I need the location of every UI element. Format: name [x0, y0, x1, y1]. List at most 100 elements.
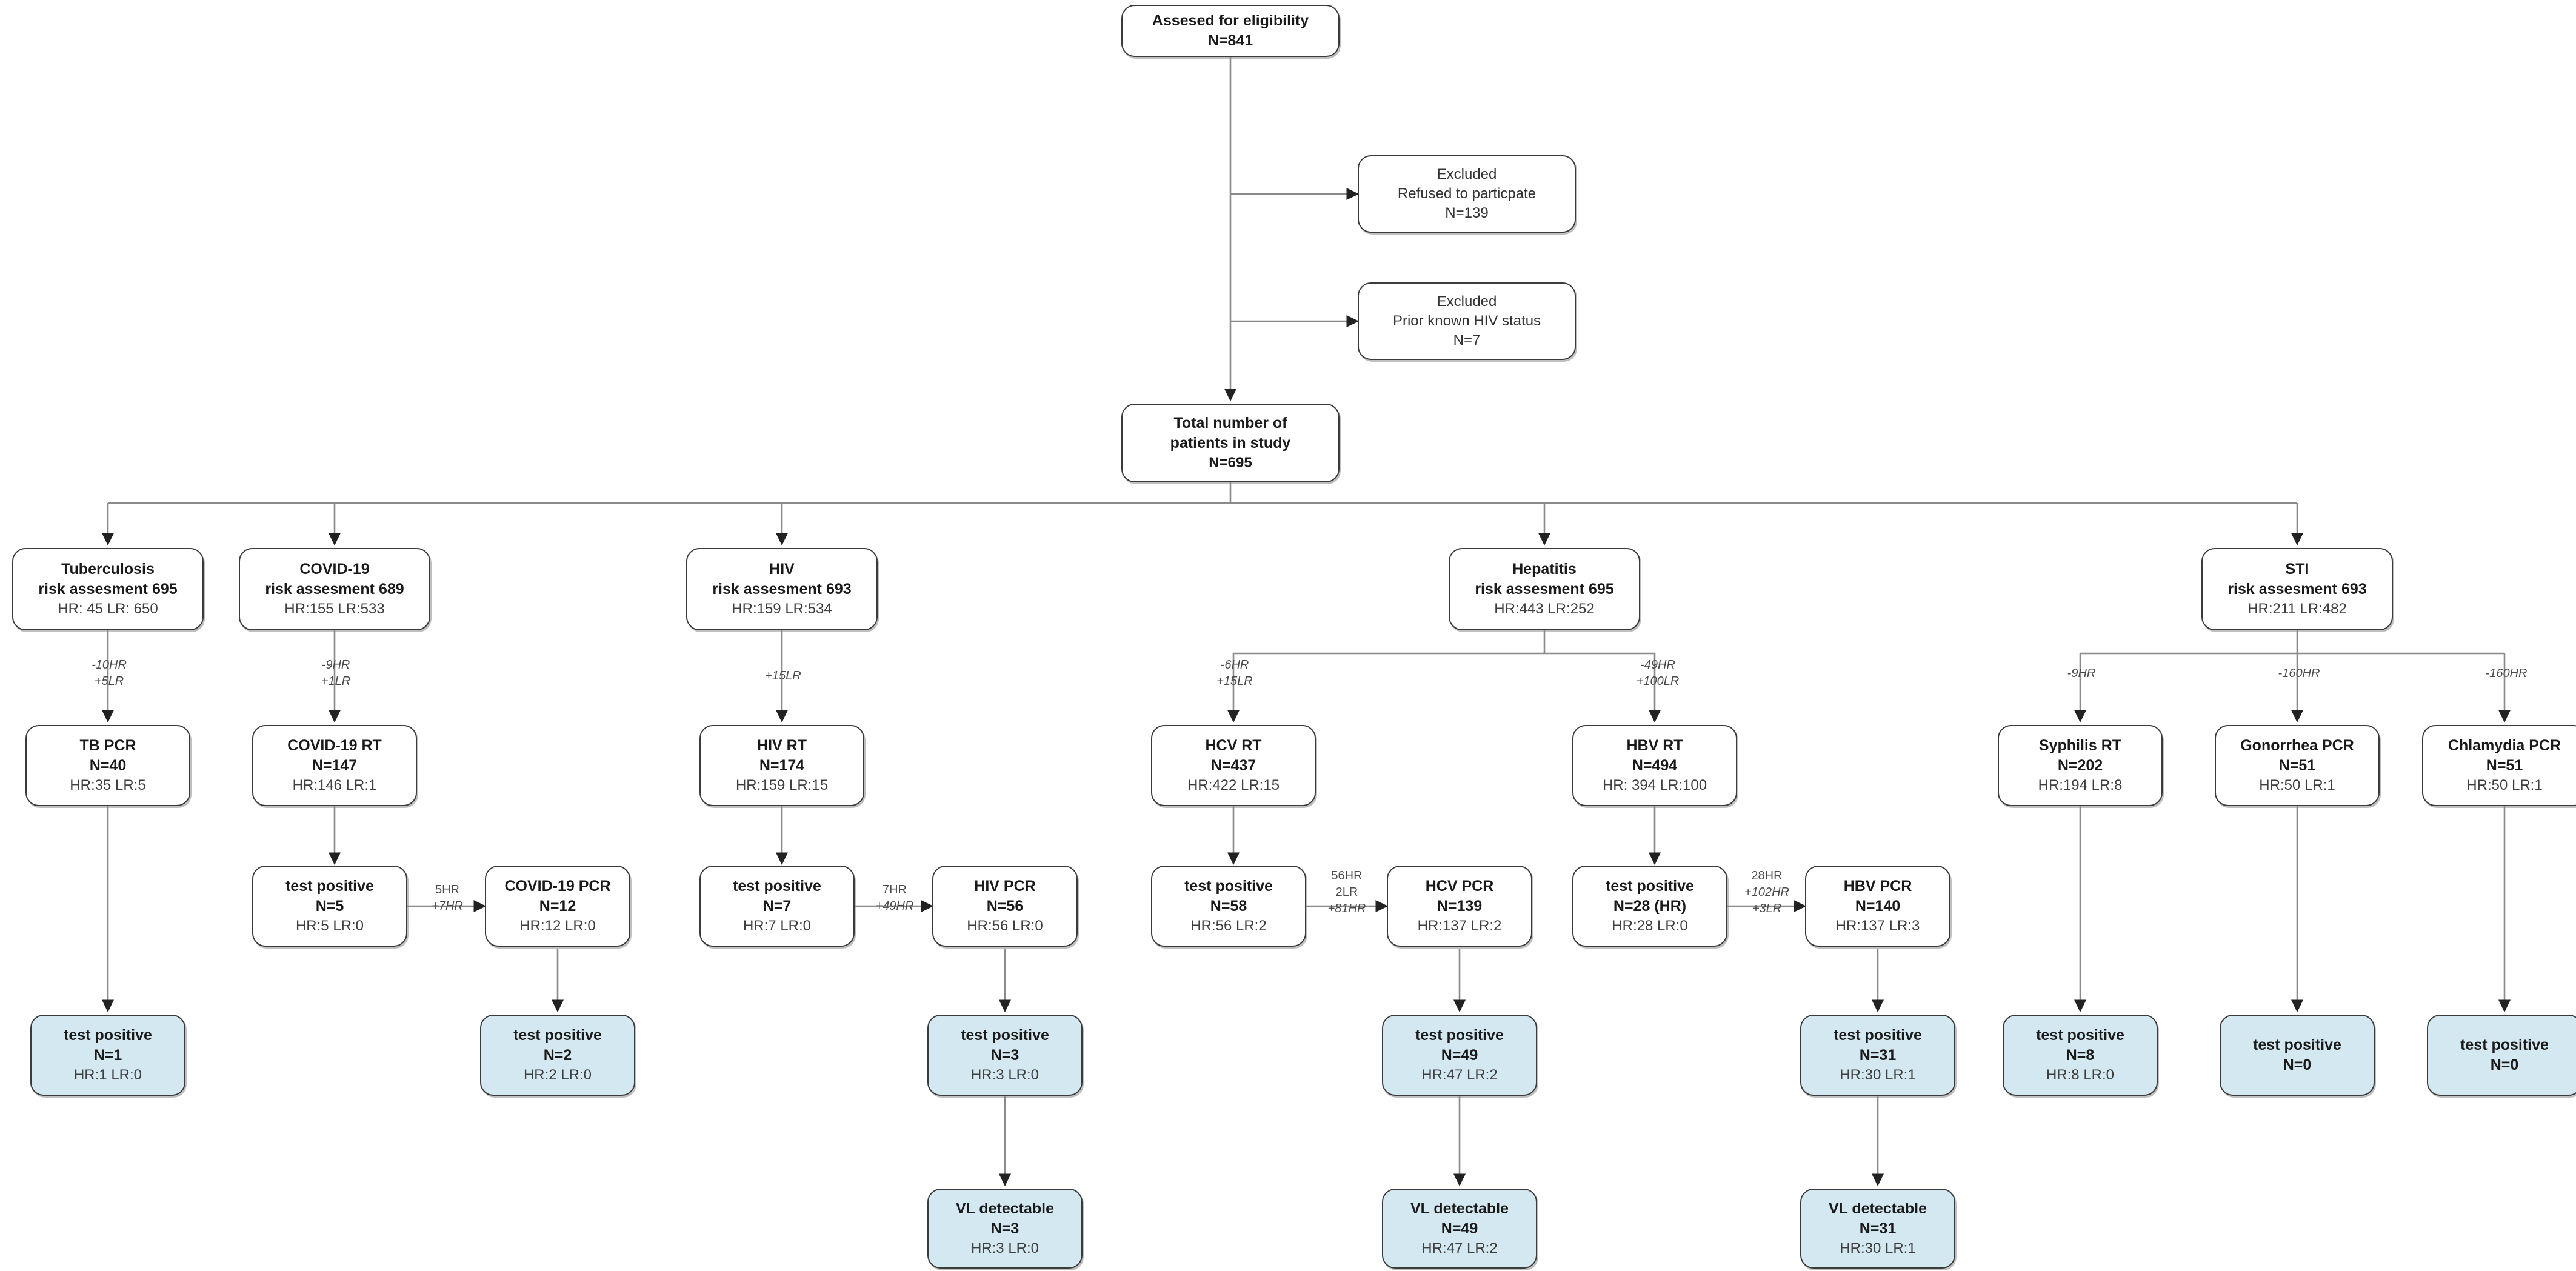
- edge-label-line-b: +100LR: [1636, 675, 1680, 688]
- node-covid-test-positive[interactable]: test positive N=5 HR:5 LR:0: [252, 866, 407, 947]
- node-line-3: HR:35 LR:5: [70, 777, 146, 794]
- node-line-2: N=3: [990, 1220, 1019, 1238]
- node-line-2: N=31: [1859, 1047, 1897, 1064]
- node-line-2: N=841: [1207, 32, 1253, 49]
- node-line-2: N=31: [1859, 1220, 1897, 1238]
- node-line-2: N=437: [1210, 757, 1256, 775]
- node-hbv-rt[interactable]: HBV RT N=494 HR: 394 LR:100: [1572, 725, 1737, 806]
- node-line-2: N=2: [543, 1047, 572, 1064]
- node-hepatitis-risk-assessment[interactable]: Hepatitis risk assesment 695 HR:443 LR:2…: [1449, 548, 1640, 630]
- node-line-1: test positive: [64, 1027, 152, 1044]
- node-line-3: HR: 394 LR:100: [1602, 777, 1707, 794]
- node-line-2: risk assesment 693: [2227, 581, 2367, 598]
- node-line-2: N=7: [762, 898, 792, 915]
- edge-label-line-a: -160HR: [2278, 667, 2320, 680]
- node-line-3: N=695: [1209, 455, 1252, 472]
- node-hcv-vl-detectable[interactable]: VL detectable N=49 HR:47 LR:2: [1382, 1189, 1537, 1269]
- node-line-3: HR:8 LR:0: [2046, 1067, 2115, 1084]
- node-line-1: HIV RT: [757, 737, 807, 755]
- edge-label-covid-horizontal: 5HR +7HR: [411, 882, 484, 915]
- node-line-3: HR:159 LR:15: [735, 777, 829, 794]
- node-gonorrhea-outcome-test-positive[interactable]: test positive N=0: [2220, 1015, 2375, 1096]
- node-hiv-test-positive[interactable]: test positive N=7 HR:7 LR:0: [699, 866, 855, 947]
- edge-label-syphilis: -9HR: [2039, 666, 2124, 682]
- node-hcv-test-positive[interactable]: test positive N=58 HR:56 LR:2: [1151, 866, 1306, 947]
- edge-label-hbv: -49HR +100LR: [1612, 657, 1703, 690]
- node-line-3: HR:50 LR:1: [2466, 777, 2543, 794]
- node-line-1: test positive: [961, 1027, 1049, 1044]
- edge-label-line-b: 2LR: [1335, 886, 1358, 899]
- node-line-3: HR:159 LR:534: [732, 601, 832, 618]
- node-hiv-outcome-test-positive[interactable]: test positive N=3 HR:3 LR:0: [927, 1015, 1083, 1096]
- node-hiv-vl-detectable[interactable]: VL detectable N=3 HR:3 LR:0: [927, 1189, 1083, 1269]
- node-covid-outcome-test-positive[interactable]: test positive N=2 HR:2 LR:0: [480, 1015, 635, 1096]
- node-hbv-vl-detectable[interactable]: VL detectable N=31 HR:30 LR:1: [1800, 1189, 1955, 1269]
- node-total-patients-in-study[interactable]: Total number of patients in study N=695: [1121, 404, 1340, 482]
- node-hiv-risk-assessment[interactable]: HIV risk assesment 693 HR:159 LR:534: [686, 548, 878, 630]
- node-line-3: HR:194 LR:8: [2038, 777, 2123, 794]
- node-line-3: HR:30 LR:1: [1840, 1067, 1916, 1084]
- node-assessed-for-eligibility[interactable]: Assesed for eligibility N=841: [1121, 5, 1340, 57]
- node-line-2: N=0: [2283, 1056, 2312, 1073]
- node-line-1: Total number of: [1173, 415, 1287, 432]
- edge-label-line-b: +1LR: [321, 675, 351, 688]
- edge-label-line-a: -9HR: [321, 658, 350, 672]
- node-hiv-rt[interactable]: HIV RT N=174 HR:159 LR:15: [699, 725, 864, 806]
- node-tuberculosis-risk-assessment[interactable]: Tuberculosis risk assesment 695 HR: 45 L…: [12, 548, 204, 630]
- edge-label-covid: -9HR +1LR: [293, 657, 378, 690]
- edge-label-hbv-horizontal: 28HR +102HR +3LR: [1729, 868, 1805, 917]
- node-syphilis-rt[interactable]: Syphilis RT N=202 HR:194 LR:8: [1998, 725, 2163, 806]
- node-line-3: N=7: [1453, 332, 1481, 349]
- node-excluded-refused[interactable]: Excluded Refused to particpate N=139: [1358, 155, 1576, 233]
- node-line-3: HR:5 LR:0: [295, 918, 364, 935]
- node-line-2: risk assesment 695: [1475, 581, 1614, 598]
- node-line-1: HBV PCR: [1843, 878, 1912, 895]
- edge-label-hcv-horizontal: 56HR 2LR +81HR: [1309, 868, 1384, 917]
- edge-label-line-a: -9HR: [2067, 667, 2096, 680]
- node-line-2: N=1: [93, 1047, 122, 1064]
- node-excluded-prior-hiv-status[interactable]: Excluded Prior known HIV status N=7: [1358, 282, 1576, 360]
- node-line-2: risk assesment 689: [265, 581, 404, 598]
- node-line-2: N=12: [539, 898, 576, 915]
- node-covid19-rt[interactable]: COVID-19 RT N=147 HR:146 LR:1: [252, 725, 417, 806]
- node-line-1: Excluded: [1436, 166, 1497, 183]
- node-hbv-pcr[interactable]: HBV PCR N=140 HR:137 LR:3: [1805, 866, 1950, 947]
- node-tb-pcr[interactable]: TB PCR N=40 HR:35 LR:5: [25, 725, 190, 806]
- node-line-1: test positive: [733, 878, 821, 895]
- node-covid19-risk-assessment[interactable]: COVID-19 risk assesment 689 HR:155 LR:53…: [239, 548, 430, 630]
- node-hbv-outcome-test-positive[interactable]: test positive N=31 HR:30 LR:1: [1800, 1015, 1955, 1096]
- edge-label-line-b: +15LR: [1216, 675, 1253, 688]
- edge-label-line-a: -160HR: [2485, 667, 2528, 680]
- node-line-3: HR:3 LR:0: [970, 1240, 1039, 1257]
- node-line-3: HR:2 LR:0: [523, 1067, 592, 1084]
- node-line-2: patients in study: [1170, 435, 1291, 452]
- node-hbv-test-positive[interactable]: test positive N=28 (HR) HR:28 LR:0: [1572, 866, 1727, 947]
- node-chlamydia-pcr[interactable]: Chlamydia PCR N=51 HR:50 LR:1: [2422, 725, 2576, 806]
- node-gonorrhea-pcr[interactable]: Gonorrhea PCR N=51 HR:50 LR:1: [2215, 725, 2380, 806]
- node-covid19-pcr[interactable]: COVID-19 PCR N=12 HR:12 LR:0: [485, 866, 630, 947]
- node-line-1: test positive: [1834, 1027, 1922, 1044]
- edge-label-line-a: 7HR: [882, 883, 907, 896]
- node-hcv-outcome-test-positive[interactable]: test positive N=49 HR:47 LR:2: [1382, 1015, 1537, 1096]
- node-syphilis-outcome-test-positive[interactable]: test positive N=8 HR:8 LR:0: [2003, 1015, 2158, 1096]
- node-line-2: N=8: [2066, 1047, 2095, 1064]
- node-line-1: HIV PCR: [974, 878, 1036, 895]
- node-line-1: COVID-19: [299, 561, 370, 578]
- edge-label-line-a: +15LR: [765, 669, 801, 682]
- node-chlamydia-outcome-test-positive[interactable]: test positive N=0: [2427, 1015, 2576, 1096]
- node-line-1: Gonorrhea PCR: [2240, 737, 2354, 755]
- node-line-3: HR:443 LR:252: [1494, 601, 1595, 618]
- node-hiv-pcr[interactable]: HIV PCR N=56 HR:56 LR:0: [932, 866, 1078, 947]
- node-line-2: N=494: [1632, 757, 1678, 775]
- node-line-3: HR:56 LR:0: [967, 918, 1043, 935]
- node-line-3: HR:47 LR:2: [1421, 1067, 1498, 1084]
- node-line-1: HIV: [769, 561, 795, 578]
- node-line-1: Tuberculosis: [61, 561, 155, 578]
- node-line-1: VL detectable: [1828, 1200, 1927, 1218]
- node-hcv-rt[interactable]: HCV RT N=437 HR:422 LR:15: [1151, 725, 1316, 806]
- node-sti-risk-assessment[interactable]: STI risk assesment 693 HR:211 LR:482: [2201, 548, 2393, 630]
- node-tb-outcome-test-positive[interactable]: test positive N=1 HR:1 LR:0: [30, 1015, 185, 1096]
- node-line-1: Syphilis RT: [2038, 737, 2122, 755]
- node-hcv-pcr[interactable]: HCV PCR N=139 HR:137 LR:2: [1387, 866, 1532, 947]
